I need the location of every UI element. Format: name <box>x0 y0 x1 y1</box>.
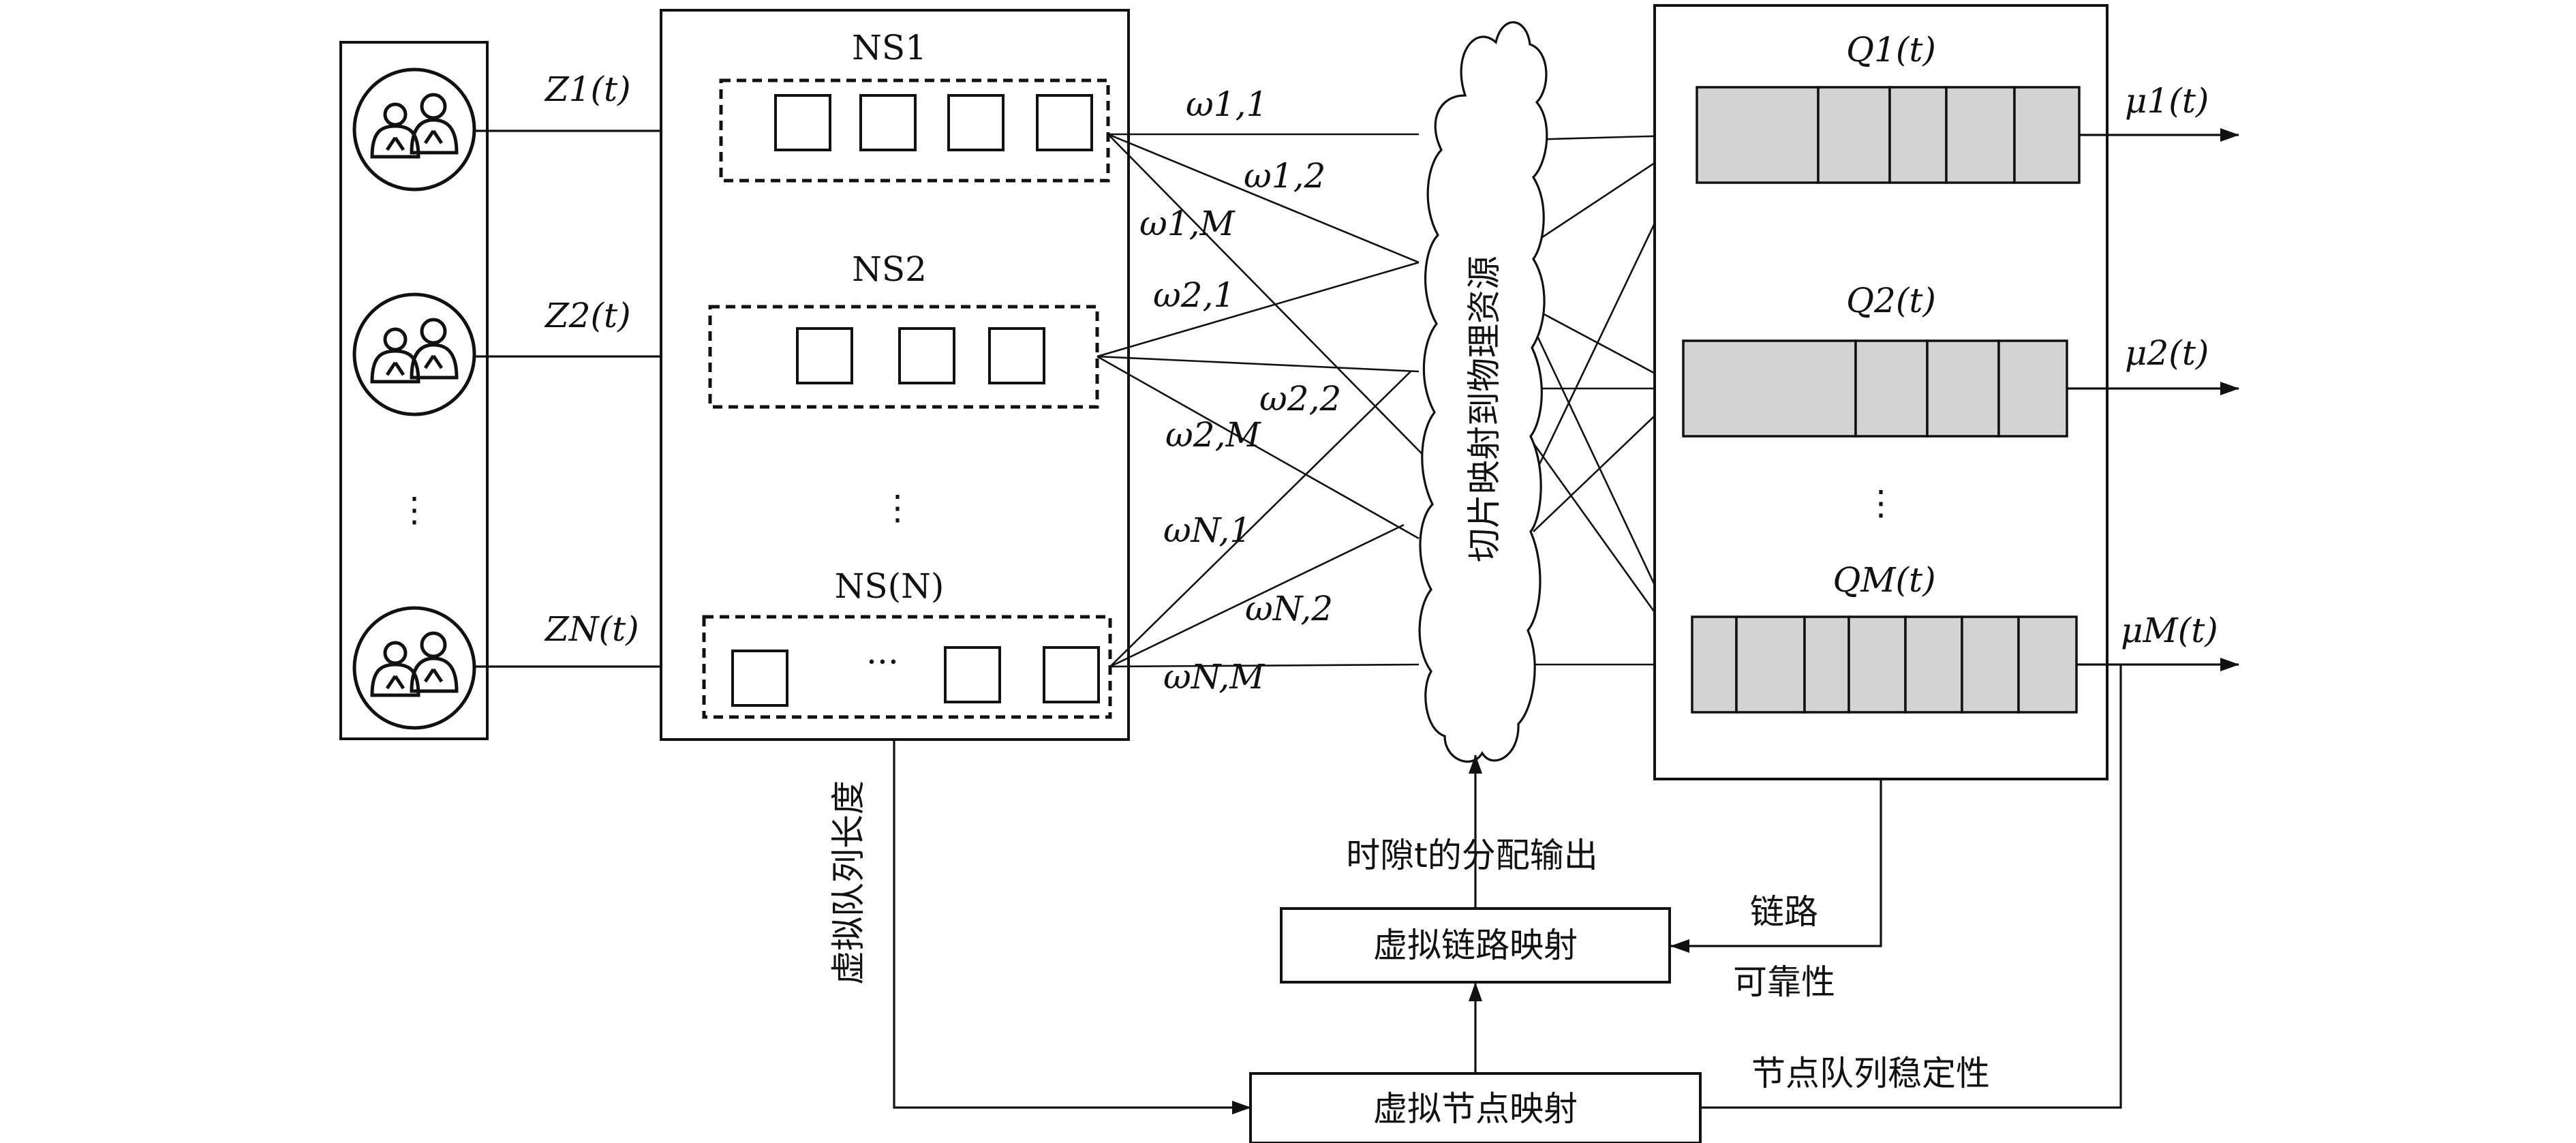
slice-ns2-slot <box>796 327 853 384</box>
slice-ns2 <box>708 305 1099 409</box>
link-reliability-label-2: 可靠性 <box>1733 962 1835 1002</box>
user-group-icon <box>352 67 476 192</box>
slice-ellipsis: ⋮ <box>880 488 915 528</box>
slice-ns2-slot <box>898 327 955 384</box>
queue-length-feedback <box>893 740 1251 1114</box>
user-panel: ⋮ <box>339 41 489 740</box>
physical-resource-cloud: 切片映射到物理资源 <box>1418 21 1548 763</box>
slice-panel: NS1 NS2 ⋮ NS(N) ··· <box>660 9 1130 741</box>
link-reliability-label-1: 链路 <box>1750 892 1818 932</box>
arrival-label-2: Z2(t) <box>544 296 631 335</box>
mapping-line <box>1109 523 1405 668</box>
slice-ns1-slot <box>947 94 1005 151</box>
link-reliability-feedback <box>1670 779 1882 953</box>
mapping-line <box>1109 663 1420 668</box>
slice-title-2: NS2 <box>852 249 927 289</box>
queue-cell <box>1961 615 2020 714</box>
queue-label-2: Q2(t) <box>1846 281 1936 320</box>
queue-2 <box>1682 339 2068 438</box>
control-loop: 虚拟队列长度 虚拟节点映射 虚拟链路映射 时隙t的分配输出 链路 可靠性 节点队… <box>829 665 2122 1143</box>
node-stability-label: 节点队列稳定性 <box>1751 1054 1990 1093</box>
queue-ellipsis: ⋮ <box>1864 483 1898 523</box>
queue-cell <box>1945 86 2016 184</box>
cloud-shape <box>1418 21 1548 763</box>
mapping-line <box>1109 371 1411 667</box>
queue-label-1: Q1(t) <box>1846 30 1936 70</box>
weight-label: ω2,M <box>1165 415 1261 455</box>
weight-label: ωN,2 <box>1245 589 1333 628</box>
slot-output-label: 时隙t的分配输出 <box>1346 836 1598 875</box>
weight-label: ω1,M <box>1139 204 1236 243</box>
virtual-link-mapping-label: 虚拟链路映射 <box>1373 926 1578 965</box>
queue-cell <box>2017 615 2078 714</box>
cloud-label: 切片映射到物理资源 <box>1465 256 1504 562</box>
queue-cell <box>1735 615 1806 714</box>
queue-cell <box>1847 615 1907 714</box>
queue-cell <box>1904 615 1963 714</box>
mapping-line <box>1107 133 1420 264</box>
slice-ns1-slot <box>859 94 917 151</box>
queue-cell <box>1997 339 2068 438</box>
virtual-node-mapping-box <box>1249 1072 1702 1143</box>
queue-cell <box>1803 615 1850 714</box>
weight-label: ωN,1 <box>1163 510 1251 550</box>
mapping-line <box>1097 355 1420 373</box>
queue-cell <box>1817 86 1891 184</box>
queue-cell <box>1926 339 2000 438</box>
weight-label: ω2,2 <box>1259 379 1341 418</box>
weight-label: ω2,1 <box>1153 275 1235 315</box>
slice-nsn-slot <box>1043 646 1100 703</box>
virtual-queue-length-label: 虚拟队列长度 <box>829 780 868 985</box>
slice-title-1: NS1 <box>852 28 927 67</box>
user-ellipsis: ⋮ <box>397 490 431 530</box>
weight-label: ωN,M <box>1163 657 1266 697</box>
queue-label-m: QM(t) <box>1833 560 1935 600</box>
slice-nsn-slot <box>944 646 1001 703</box>
queue-cell <box>1691 615 1738 714</box>
slice-ns2-slot <box>988 327 1045 384</box>
service-rate-2: μ2(t) <box>2125 333 2209 373</box>
weight-label: ω1,1 <box>1186 85 1268 124</box>
queue-cell <box>1854 339 1929 438</box>
virtual-link-mapping-box <box>1280 907 1671 984</box>
arrival-label-1: Z1(t) <box>544 70 631 109</box>
service-rate-m: μM(t) <box>2121 611 2218 650</box>
arrival-label-n: ZN(t) <box>544 609 639 649</box>
slice-ns1-slot <box>1036 94 1093 151</box>
queue-m <box>1691 615 2078 714</box>
queue-cell <box>1888 86 1948 184</box>
slice-title-n: NS(N) <box>835 566 945 606</box>
queue-panel: Q1(t) Q2(t) ⋮ QM(t) <box>1653 4 2239 780</box>
queue-1 <box>1696 86 2081 184</box>
slice-nsn <box>702 615 1112 719</box>
user-group-icon <box>352 292 476 416</box>
service-rate-1: μ1(t) <box>2125 81 2209 121</box>
queue-cell <box>2013 86 2081 184</box>
queue-cell <box>1696 86 1820 184</box>
node-stability-feedback <box>1700 665 2122 1109</box>
queue-cell <box>1682 339 1857 438</box>
mapping-line <box>1107 134 1452 485</box>
slice-ns1 <box>719 78 1110 183</box>
mapping-line <box>1097 355 1420 540</box>
slice-nsn-ellipsis: ··· <box>866 642 899 682</box>
slice-ns1-slot <box>774 94 831 151</box>
mapping-line <box>1097 261 1420 358</box>
weight-label: ω1,2 <box>1244 156 1325 196</box>
slice-nsn-slot <box>731 650 788 707</box>
user-group-icon <box>352 606 476 730</box>
virtual-node-mapping-label: 虚拟节点映射 <box>1373 1089 1578 1129</box>
